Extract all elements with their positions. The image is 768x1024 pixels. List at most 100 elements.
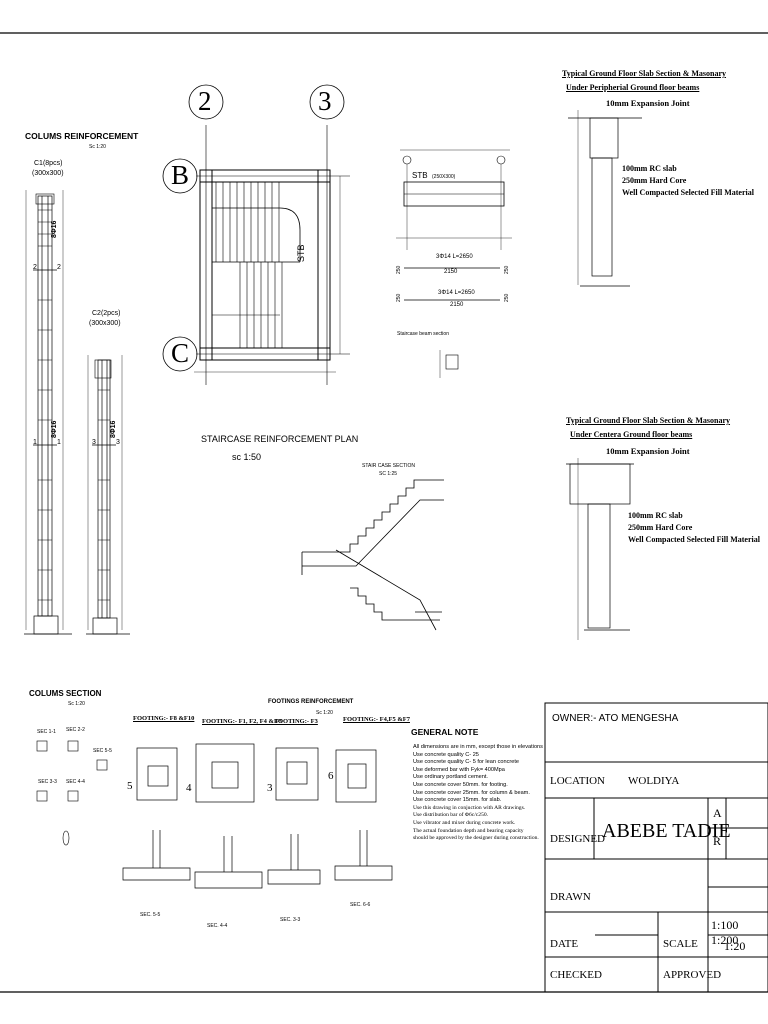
- footing-mark: 3: [267, 782, 273, 794]
- column-section-squares: [36, 740, 108, 846]
- footing-f8-title: FOOTING:- F8 &F10: [133, 715, 195, 722]
- footing-mark: 5: [127, 780, 133, 792]
- c1-bar-top-label: 8Φ16: [51, 220, 58, 238]
- footing-section-label: SEC. 5-5: [140, 912, 161, 918]
- general-note-line: Use concrete quality C- 5 for lean concr…: [413, 759, 520, 766]
- column-section-label: SEC 5-5: [93, 748, 112, 754]
- slab-bottom-layer-2: 250mm Hard Core: [628, 523, 693, 532]
- slab-sections-lines: [566, 110, 642, 640]
- general-note-list: All dimensions are in mm, except those i…: [413, 744, 543, 843]
- owner-field: OWNER:- ATO MENGESHA: [552, 713, 679, 724]
- location-value: WOLDIYA: [628, 775, 680, 787]
- footing-mark: 6: [328, 770, 334, 782]
- c2-size: (300x300): [89, 320, 121, 327]
- revision-r: R: [713, 834, 722, 848]
- grid-bubble-3: 3: [318, 86, 332, 116]
- general-note-line: Use vibrator and mixer during concrete w…: [413, 819, 516, 826]
- footing-section-label: SEC. 4-4: [207, 923, 228, 929]
- section-mark: 3: [92, 439, 96, 446]
- staircase-plan-title: STAIRCASE REINFORCEMENT PLAN: [201, 434, 359, 444]
- designer-name: ABEBE TADIE: [602, 820, 731, 842]
- slab-bottom-joint: 10mm Expansion Joint: [606, 446, 690, 456]
- footing-f3-title: FOOTING:- F3: [274, 718, 318, 725]
- general-note-line: All dimensions are in mm, except those i…: [413, 744, 543, 750]
- column-section-label: SEC 2-2: [66, 727, 85, 733]
- slab-bottom-title-2: Under Centera Ground floor beams: [570, 430, 693, 439]
- stair-section-title: STAIR CASE SECTION: [362, 463, 415, 469]
- approved-label: APPROVED: [663, 969, 722, 981]
- beam-dim: 250: [504, 265, 510, 274]
- scale-value-1: 1:100 1:200: [711, 918, 739, 947]
- column-stirrups: [38, 209, 110, 601]
- beam-len-top: 2150: [444, 269, 458, 275]
- slab-bottom-layer-1: 100mm RC slab: [628, 511, 683, 520]
- scale-value-2: 1:20: [724, 939, 746, 953]
- location-label: LOCATION: [550, 775, 605, 787]
- revision-a: A: [713, 806, 722, 820]
- general-note-line: Use this drawing in conjuction with AR d…: [413, 804, 526, 811]
- footing-f1-title: FOOTING:- F1, F2, F4 & F9: [202, 718, 283, 725]
- column-section-label: SEC 4-4: [66, 779, 85, 785]
- staircase-plan-scale: sc 1:50: [232, 452, 262, 462]
- beam-dim: 250: [396, 265, 402, 274]
- general-note-line: should be approved by the designer durin…: [413, 835, 539, 842]
- column-reinforcement-scale: Sc 1:20: [89, 144, 106, 150]
- footing-f4-title: FOOTING:- F4,F5 &F7: [343, 716, 410, 723]
- beam-len-bottom: 2150: [450, 302, 464, 308]
- column-elevations: [24, 190, 130, 635]
- section-mark: 1: [33, 439, 37, 446]
- footings-scale: Sc 1:20: [316, 710, 333, 716]
- column-section-label: SEC 3-3: [38, 779, 57, 785]
- checked-label: CHECKED: [550, 969, 602, 981]
- general-note-line: Use concrete cover 50mm. for footing.: [413, 781, 508, 788]
- date-label: DATE: [550, 938, 579, 950]
- scale-label: SCALE: [663, 938, 698, 950]
- slab-top-joint: 10mm Expansion Joint: [606, 98, 690, 108]
- beam-detail-lines: [396, 149, 512, 378]
- staircase-plan-lines: [194, 125, 350, 385]
- general-note-line: Use concrete quality C- 25: [413, 751, 479, 758]
- slab-bottom-title-1: Typical Ground Floor Slab Section & Maso…: [566, 416, 731, 425]
- slab-top-layer-3: Well Compacted Selected Fill Material: [622, 188, 754, 197]
- general-note-line: Use ordinary portland cement.: [413, 774, 488, 781]
- beam-size: (250X300): [432, 174, 456, 180]
- stair-section-lines: [301, 479, 444, 631]
- stair-section-scale: SC 1:25: [379, 471, 398, 477]
- grid-bubble-c: C: [171, 338, 190, 368]
- c1-label: C1(8pcs): [34, 160, 63, 167]
- footing-mark: 4: [186, 782, 192, 794]
- general-note-line: The actual foundation depth and bearing …: [413, 827, 524, 834]
- title-block-grid: [544, 702, 768, 993]
- general-note-line: Use deformed bar with Fyk= 400Mpa: [413, 766, 505, 773]
- beam-dim: 250: [396, 293, 402, 302]
- footing-section-label: SEC. 6-6: [350, 902, 371, 908]
- footing-section-label: SEC. 3-3: [280, 917, 301, 923]
- beam-bar-top: 3Φ14 L=2650: [436, 254, 473, 260]
- section-mark: 2: [33, 264, 37, 271]
- column-section-label: SEC 1-1: [37, 729, 56, 735]
- grid-bubble-b: B: [171, 160, 190, 190]
- staircase-treads: [215, 182, 283, 348]
- section-mark: 1: [57, 439, 61, 446]
- slab-top-title-1: Typical Ground Floor Slab Section & Maso…: [562, 69, 727, 78]
- slab-top-layer-1: 100mm RC slab: [622, 164, 677, 173]
- general-note-line: Use distribution bar of Φ6c/c250.: [413, 812, 489, 819]
- section-mark: 3: [116, 439, 120, 446]
- c1-bar-bottom-label: 8Φ16: [51, 420, 58, 438]
- section-mark: 2: [57, 264, 61, 271]
- beam-bar-bottom: 3Φ14 L=2650: [438, 290, 475, 296]
- c1-size: (300x300): [32, 170, 64, 177]
- columns-section-title: COLUMS SECTION: [29, 689, 102, 698]
- stb-plan-label: STB: [296, 244, 306, 262]
- footing-drawings: [122, 743, 393, 889]
- general-note-line: Use concrete cover 25mm. for column & be…: [413, 789, 530, 796]
- general-note-line: Use concrete cover 15mm. for slab.: [413, 797, 502, 804]
- grid-bubble-2: 2: [198, 86, 212, 116]
- beam-dim: 250: [504, 293, 510, 302]
- designed-label: DESIGNED: [550, 833, 605, 845]
- beam-stb-label: STB: [412, 171, 428, 180]
- beam-caption: Staircase beam section: [397, 331, 449, 337]
- footings-title: FOOTINGS REINFORCEMENT: [268, 699, 354, 705]
- grid-bubbles: [162, 84, 345, 372]
